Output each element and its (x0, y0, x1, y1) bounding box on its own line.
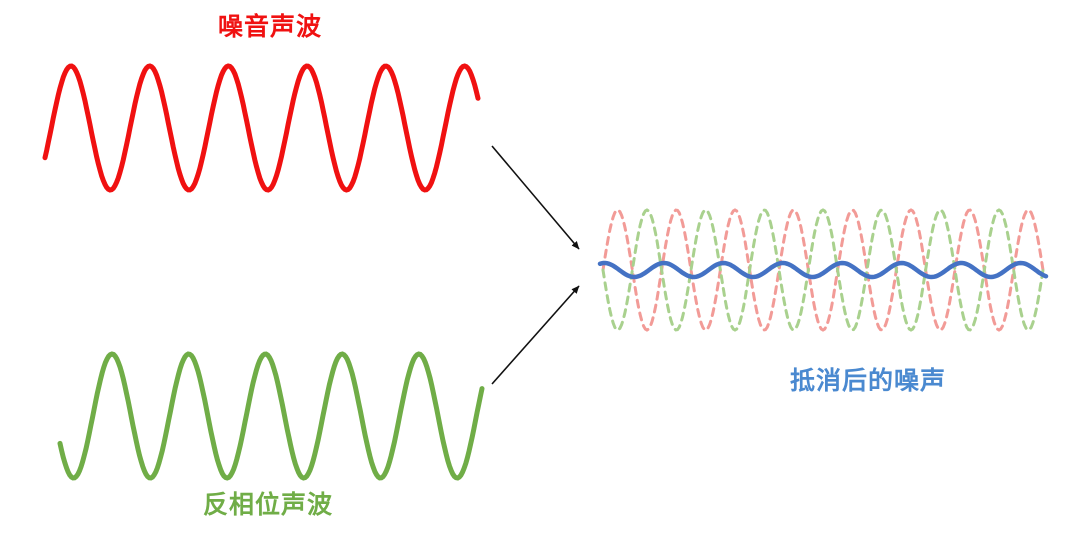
antiphase-faded-wave (601, 208, 1045, 332)
noise-wave-label: 噪音声波 (217, 13, 323, 41)
noise-faded-wave (601, 208, 1045, 332)
arrow-to-result-top-icon (491, 145, 580, 250)
arrow-to-result-bottom-icon (491, 285, 580, 385)
cancelled-noise-label: 抵消后的噪声 (789, 367, 947, 395)
noise-wave (42, 63, 481, 193)
antiphase-wave (57, 351, 485, 481)
residual-wave (597, 260, 1049, 280)
antiphase-wave-label: 反相位声波 (202, 491, 334, 519)
